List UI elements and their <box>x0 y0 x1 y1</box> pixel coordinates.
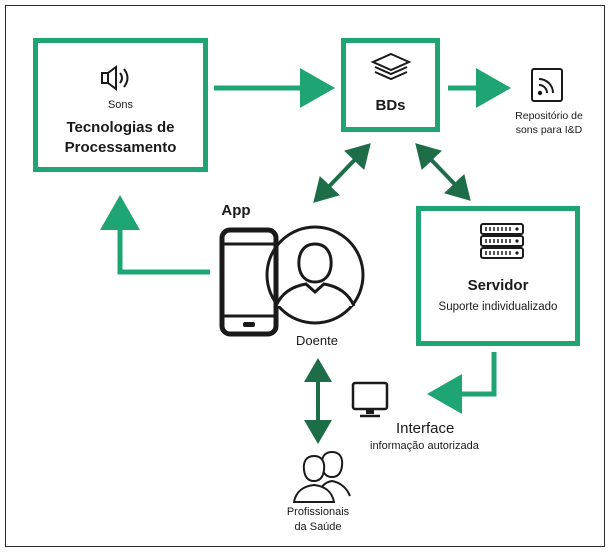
repository-label-line2: sons para I&D <box>515 124 583 136</box>
interface-title: Interface <box>396 420 455 437</box>
processing-title-line2: Processamento <box>64 139 177 156</box>
server-box: Servidor Suporte individualizado <box>416 206 580 346</box>
people-icon <box>292 450 351 503</box>
diagram-frame <box>5 5 605 547</box>
databases-label: BDs <box>375 97 406 114</box>
processing-box: Sons Tecnologias de Processamento <box>33 38 208 172</box>
server-title: Servidor <box>467 277 529 294</box>
professionals-label-line2: da Saúde <box>294 521 342 533</box>
smartphone-icon <box>219 227 279 337</box>
server-rack-icon <box>480 223 524 259</box>
interface-subtitle: informação autorizada <box>370 440 479 452</box>
arrow-server-to-interface <box>427 352 497 414</box>
processing-title-line1: Tecnologias de <box>66 119 175 136</box>
processing-caption: Sons <box>107 99 134 111</box>
signal-file-icon <box>531 68 563 102</box>
person-avatar-icon <box>265 225 365 325</box>
monitor-icon <box>351 381 389 418</box>
server-subtitle: Suporte individualizado <box>438 301 558 313</box>
arrow-databases-app <box>313 143 371 203</box>
app-label: App <box>221 202 251 219</box>
speaker-icon <box>101 65 129 91</box>
layers-icon <box>370 52 412 81</box>
repository-label-line1: Repositório de <box>515 110 583 122</box>
arrow-databases-server <box>415 143 471 201</box>
arrow-app-to-processing <box>100 195 210 275</box>
databases-box: BDs <box>341 38 440 132</box>
patient-label: Doente <box>296 333 338 348</box>
professionals-label-line1: Profissionais <box>286 506 350 518</box>
